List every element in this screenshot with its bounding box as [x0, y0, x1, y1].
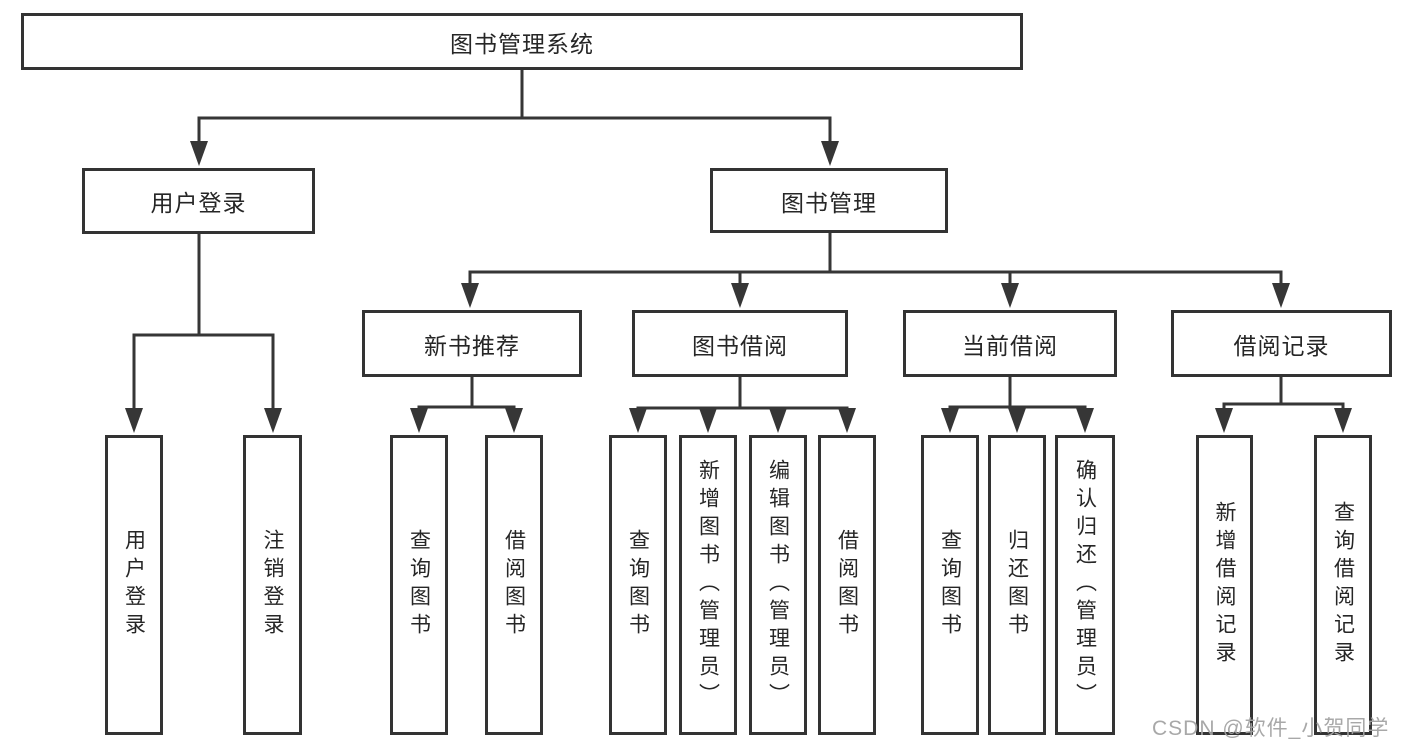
node-label: 图书管理系统 — [450, 30, 594, 57]
leaf-label: 新增借阅记录 — [1213, 501, 1236, 669]
leaf-query-borrow-record: 查询借阅记录 — [1314, 435, 1372, 735]
arrow-down-icon — [769, 408, 787, 433]
node-user-login: 用户登录 — [82, 168, 315, 234]
leaf-add-borrow-record: 新增借阅记录 — [1196, 435, 1253, 735]
leaf-logout: 注销登录 — [243, 435, 302, 735]
leaf-label: 确认归还（管理员） — [1073, 459, 1097, 711]
leaf-label: 借阅图书 — [502, 529, 526, 641]
leaf-label: 借阅图书 — [835, 529, 859, 641]
arrow-down-icon — [699, 408, 717, 433]
leaf-query-books-borrow: 查询图书 — [609, 435, 667, 735]
arrow-down-icon — [1215, 408, 1233, 433]
arrow-down-icon — [125, 408, 143, 433]
connector-line — [197, 69, 832, 144]
leaf-user-login: 用户登录 — [105, 435, 163, 735]
arrow-down-icon — [264, 408, 282, 433]
node-label: 图书借阅 — [692, 332, 788, 359]
arrow-down-icon — [1334, 408, 1352, 433]
arrow-down-icon — [629, 408, 647, 433]
arrow-down-icon — [1272, 283, 1290, 308]
leaf-borrow-books: 借阅图书 — [818, 435, 876, 735]
arrow-down-icon — [190, 141, 208, 166]
node-library-management-system: 图书管理系统 — [21, 13, 1023, 70]
arrow-down-icon — [821, 141, 839, 166]
arrow-down-icon — [505, 408, 523, 433]
leaf-return-books: 归还图书 — [988, 435, 1046, 735]
node-label: 用户登录 — [150, 190, 247, 216]
leaf-label: 用户登录 — [122, 529, 146, 641]
connector-line — [468, 232, 1283, 288]
leaf-label: 查询图书 — [938, 529, 962, 641]
arrow-down-icon — [1001, 283, 1019, 308]
node-current-borrowing: 当前借阅 — [903, 310, 1117, 377]
leaf-add-books-admin: 新增图书（管理员） — [679, 435, 737, 735]
leaf-confirm-return-admin: 确认归还（管理员） — [1055, 435, 1115, 735]
csdn-watermark: CSDN @软件_小贺同学 — [1152, 717, 1390, 740]
leaf-borrow-books-recommend: 借阅图书 — [485, 435, 543, 735]
connector-line — [636, 376, 849, 414]
node-label: 当前借阅 — [962, 332, 1058, 359]
leaf-edit-books-admin: 编辑图书（管理员） — [749, 435, 807, 735]
arrow-down-icon — [1076, 408, 1094, 433]
arrow-down-icon — [731, 283, 749, 308]
node-label: 借阅记录 — [1233, 332, 1330, 359]
leaf-label: 编辑图书（管理员） — [766, 459, 790, 711]
connector-line — [132, 233, 275, 413]
leaf-label: 查询借阅记录 — [1331, 501, 1355, 669]
node-label: 新书推荐 — [424, 332, 520, 359]
leaf-label: 查询图书 — [407, 529, 431, 641]
leaf-query-books-current: 查询图书 — [921, 435, 979, 735]
node-book-management: 图书管理 — [710, 168, 948, 233]
leaf-label: 注销登录 — [261, 529, 284, 641]
node-new-book-recommendation: 新书推荐 — [362, 310, 582, 377]
node-book-borrowing: 图书借阅 — [632, 310, 848, 377]
node-label: 图书管理 — [781, 189, 877, 216]
leaf-label: 归还图书 — [1005, 529, 1029, 641]
leaf-label: 新增图书（管理员） — [696, 459, 720, 711]
arrow-down-icon — [941, 408, 959, 433]
arrow-down-icon — [1008, 408, 1026, 433]
leaf-label: 查询图书 — [626, 529, 650, 641]
connector-line — [417, 376, 516, 414]
arrow-down-icon — [838, 408, 856, 433]
arrow-down-icon — [461, 283, 479, 308]
arrow-down-icon — [410, 408, 428, 433]
connector-line — [1222, 376, 1345, 414]
node-borrowing-records: 借阅记录 — [1171, 310, 1392, 377]
leaf-query-books-recommend: 查询图书 — [390, 435, 448, 735]
